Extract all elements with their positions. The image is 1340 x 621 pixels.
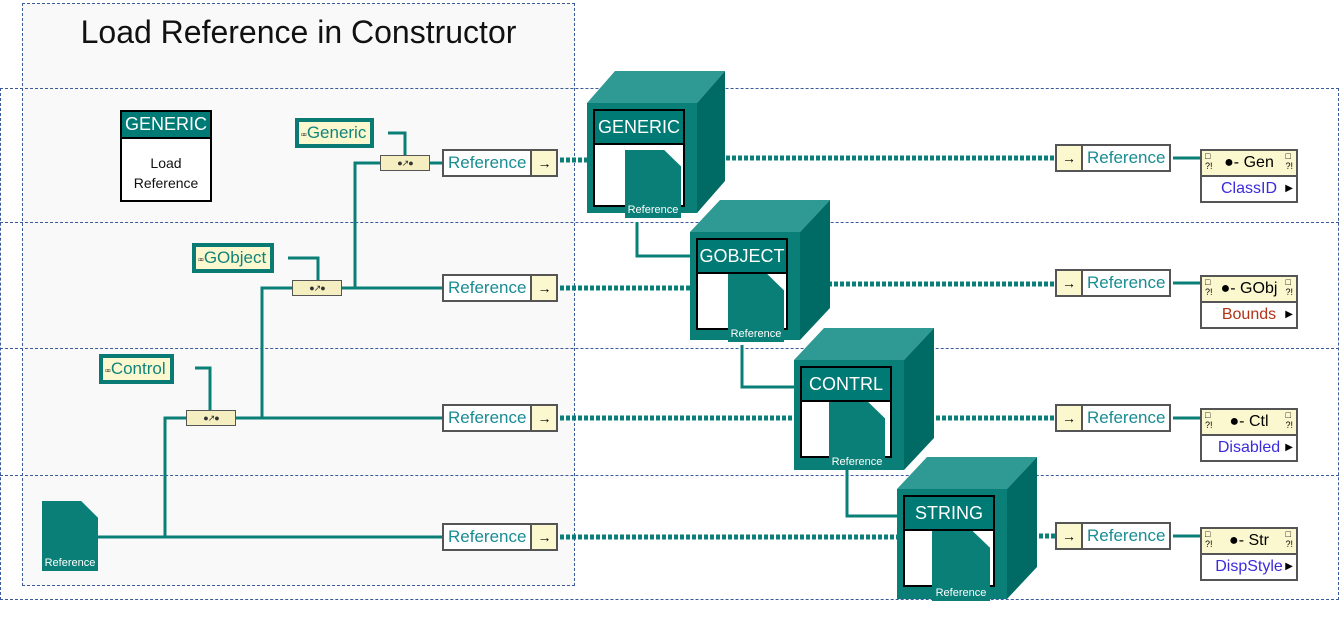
- frame-divider: [0, 222, 1339, 223]
- cast-icon: ●↗●: [397, 158, 413, 168]
- class-constant-generic[interactable]: ▫▫Generic: [295, 118, 375, 148]
- arrow-right-icon: →: [530, 406, 557, 430]
- class-card-header: GENERIC: [122, 112, 210, 139]
- wire[interactable]: [635, 222, 692, 258]
- arrow-right-icon: →: [530, 151, 557, 175]
- class-card-line: Reference: [133, 175, 199, 191]
- wire[interactable]: [353, 161, 380, 288]
- reference-output-terminal[interactable]: →Reference: [1055, 522, 1172, 550]
- property-node-gobj[interactable]: □?!●- GObj□?! Bounds▶: [1200, 275, 1298, 329]
- property-name[interactable]: Bounds: [1221, 306, 1277, 323]
- class-cube-gobject[interactable]: GOBJECT Reference: [690, 200, 830, 342]
- arrow-right-icon: →: [1057, 146, 1083, 170]
- cube-header: GOBJECT: [698, 240, 786, 274]
- reference-document-icon[interactable]: Reference: [42, 501, 98, 571]
- reference-output-terminal[interactable]: →Reference: [1055, 404, 1172, 432]
- arrow-right-icon: →: [530, 276, 557, 300]
- wire[interactable]: [388, 131, 407, 155]
- reference-document-icon: Reference: [625, 150, 681, 218]
- triangle-right-icon: ▶: [1285, 561, 1293, 572]
- property-node-ctl[interactable]: □?!●- Ctl□?! Disabled▶: [1200, 408, 1298, 462]
- triangle-right-icon: ▶: [1285, 309, 1293, 320]
- reference-input-terminal[interactable]: Reference→: [442, 149, 559, 177]
- error-in-icon: □?!: [1205, 151, 1213, 171]
- arrow-right-icon: →: [1057, 524, 1083, 548]
- error-out-icon: □?!: [1285, 410, 1293, 430]
- arrow-right-icon: →: [1057, 406, 1083, 430]
- triangle-right-icon: ▶: [1285, 442, 1293, 453]
- to-more-specific-class-node[interactable]: ●↗●: [380, 155, 430, 171]
- class-hierarchy-icon: ▫▫: [105, 365, 111, 377]
- property-name[interactable]: ClassID: [1220, 180, 1277, 197]
- property-node-str[interactable]: □?!●- Str□?! DispStyle▶: [1200, 527, 1298, 581]
- wire[interactable]: [163, 416, 186, 537]
- property-node-gen[interactable]: □?!●- Gen□?! ClassID▶: [1200, 149, 1298, 203]
- to-more-specific-class-node[interactable]: ●↗●: [186, 410, 236, 426]
- frame-divider: [0, 475, 1339, 476]
- reference-document-icon: Reference: [932, 531, 990, 601]
- reference-input-terminal[interactable]: Reference→: [442, 523, 559, 551]
- class-hierarchy-icon: ▫▫: [301, 129, 307, 141]
- cube-header: GENERIC: [595, 111, 683, 145]
- cast-icon: ●↗●: [309, 283, 325, 293]
- wire[interactable]: [845, 470, 900, 518]
- reference-input-terminal[interactable]: Reference→: [442, 274, 559, 302]
- class-constant-gobject[interactable]: ▫▫GObject: [192, 243, 275, 273]
- key-icon: ●-: [1220, 280, 1236, 297]
- error-in-icon: □?!: [1205, 529, 1213, 549]
- class-icon-card: GENERIC Load Reference: [120, 110, 212, 202]
- class-card-line: Load: [150, 155, 182, 171]
- reference-document-icon: Reference: [728, 274, 784, 342]
- wire[interactable]: [260, 286, 292, 418]
- cube-header: STRING: [905, 497, 993, 531]
- triangle-right-icon: ▶: [1285, 183, 1293, 194]
- reference-document-icon: Reference: [829, 402, 885, 470]
- property-name[interactable]: DispStyle: [1215, 558, 1283, 575]
- property-name[interactable]: Disabled: [1217, 439, 1281, 456]
- error-in-icon: □?!: [1205, 277, 1213, 297]
- wire[interactable]: [288, 256, 320, 280]
- wire[interactable]: [195, 366, 212, 410]
- class-cube-string[interactable]: STRING Reference: [897, 457, 1037, 601]
- error-out-icon: □?!: [1285, 151, 1293, 171]
- key-icon: ●-: [1229, 413, 1245, 430]
- arrow-right-icon: →: [530, 525, 557, 549]
- error-in-icon: □?!: [1205, 410, 1213, 430]
- cast-icon: ●↗●: [203, 413, 219, 423]
- class-cube-control[interactable]: CONTRL Reference: [794, 328, 934, 470]
- class-constant-control[interactable]: ▫▫Control: [99, 354, 174, 384]
- class-cube-generic[interactable]: GENERIC Reference: [587, 71, 727, 218]
- key-icon: ●-: [1224, 154, 1240, 171]
- diagram-title: Load Reference in Constructor: [80, 14, 517, 50]
- error-out-icon: □?!: [1285, 529, 1293, 549]
- cube-header: CONTRL: [802, 368, 890, 402]
- reference-input-terminal[interactable]: Reference→: [442, 404, 559, 432]
- class-hierarchy-icon: ▫▫: [198, 254, 204, 266]
- arrow-right-icon: →: [1057, 271, 1083, 295]
- frame-divider: [0, 348, 1339, 349]
- key-icon: ●-: [1229, 532, 1245, 549]
- error-out-icon: □?!: [1285, 277, 1293, 297]
- wire[interactable]: [740, 345, 798, 389]
- reference-output-terminal[interactable]: →Reference: [1055, 144, 1172, 172]
- to-more-specific-class-node[interactable]: ●↗●: [292, 280, 342, 296]
- reference-output-terminal[interactable]: →Reference: [1055, 269, 1172, 297]
